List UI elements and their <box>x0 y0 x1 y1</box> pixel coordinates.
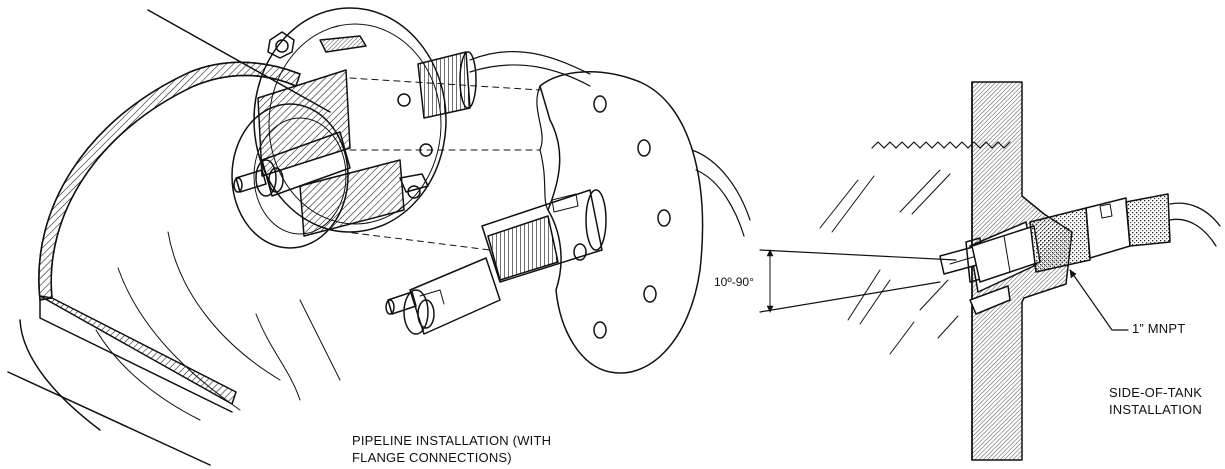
mating-flange <box>539 71 704 374</box>
tank-sensor-threads <box>1029 207 1091 273</box>
tank-caption-line2: INSTALLATION <box>1109 402 1202 417</box>
tank-caption: SIDE-OF-TANK INSTALLATION <box>1109 384 1202 418</box>
pipe-wall-bottom <box>39 295 237 405</box>
tank-cable <box>1169 202 1221 227</box>
pipeline-caption-line1: PIPELINE INSTALLATION (WITH <box>352 433 552 448</box>
sensor-threads <box>487 215 559 281</box>
angle-line-upper <box>759 249 957 261</box>
tank-sensor-body <box>1085 197 1131 259</box>
pipeline-caption: PIPELINE INSTALLATION (WITH FLANGE CONNE… <box>352 432 551 466</box>
angle-label: 10º-90° <box>714 275 754 289</box>
pipeline-drawing <box>7 7 751 466</box>
flange-section <box>257 69 351 177</box>
pipe-bottom-edge <box>7 371 211 466</box>
mnpt-label: 1” MNPT <box>1132 321 1186 336</box>
tank-caption-line1: SIDE-OF-TANK <box>1109 385 1203 400</box>
tank-drawing <box>759 81 1221 461</box>
flange-section-lower <box>299 159 405 237</box>
pipeline-caption-line2: FLANGE CONNECTIONS) <box>352 450 512 465</box>
mnpt-leader <box>1069 269 1129 331</box>
angle-line-lower <box>759 281 941 313</box>
